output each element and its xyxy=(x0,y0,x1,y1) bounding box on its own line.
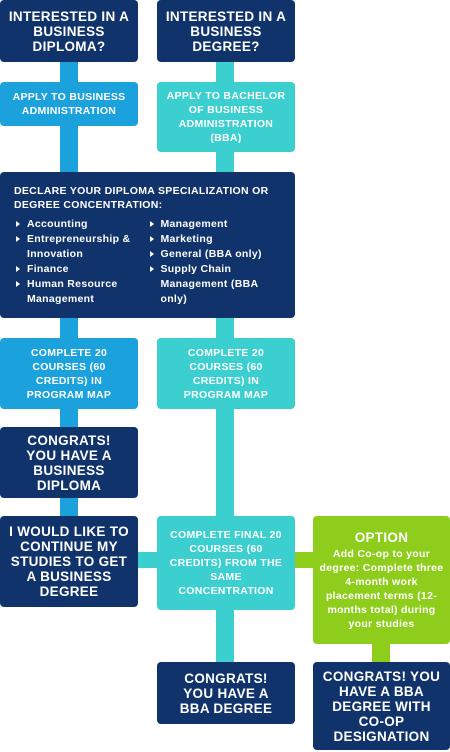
triangle-bullet-icon xyxy=(16,281,20,287)
specialization-item: Supply Chain Management (BBA only) xyxy=(148,262,282,307)
apply-degree-box: APPLY TO BACHELOR OF BUSINESS ADMINISTRA… xyxy=(157,82,295,152)
final-courses-box: COMPLETE FINAL 20 COURSES (60 CREDITS) F… xyxy=(157,516,295,610)
option-text: Add Co-op to your degree: Complete three… xyxy=(319,547,444,630)
connector-degree-to-spec xyxy=(216,150,234,174)
degree-question-text: INTERESTED IN A BUSINESS DEGREE? xyxy=(165,8,287,54)
specialization-item: Management xyxy=(148,217,282,232)
triangle-bullet-icon xyxy=(16,266,20,272)
triangle-bullet-icon xyxy=(149,251,154,257)
degree-question-box: INTERESTED IN A BUSINESS DEGREE? xyxy=(157,0,295,62)
coop-result-text: CONGRATS! YOU HAVE A BBA DEGREE WITH CO-… xyxy=(322,668,441,744)
connector-diploma-result-to-continue xyxy=(60,496,78,518)
connector-diploma-top xyxy=(60,58,78,84)
connector-diploma-spec-to-courses xyxy=(60,316,78,340)
specialization-box: DECLARE YOUR DIPLOMA SPECIALIZATION OR D… xyxy=(0,172,295,318)
apply-diploma-text: APPLY TO BUSINESS ADMINISTRATION xyxy=(12,91,126,117)
connector-degree-spec-to-courses xyxy=(216,316,234,340)
connector-continue-to-final xyxy=(136,552,160,568)
diploma-result-text: CONGRATS! YOU HAVE A BUSINESS DIPLOMA xyxy=(26,432,112,493)
connector-degree-courses-to-final xyxy=(216,407,234,519)
diploma-courses-box: COMPLETE 20 COURSES (60 CREDITS) IN PROG… xyxy=(0,338,138,409)
coop-result-box: CONGRATS! YOU HAVE A BBA DEGREE WITH CO-… xyxy=(313,662,450,750)
diploma-question-text: INTERESTED IN A BUSINESS DIPLOMA? xyxy=(8,8,130,54)
triangle-bullet-icon xyxy=(16,221,20,227)
connector-final-to-option xyxy=(292,552,316,568)
specialization-item: Human Resource Management xyxy=(14,277,148,307)
diploma-courses-text: COMPLETE 20 COURSES (60 CREDITS) IN PROG… xyxy=(26,346,112,401)
degree-courses-text: COMPLETE 20 COURSES (60 CREDITS) IN PROG… xyxy=(183,346,269,401)
option-title: OPTION xyxy=(354,529,409,545)
apply-diploma-box: APPLY TO BUSINESS ADMINISTRATION xyxy=(0,82,138,126)
diploma-result-box: CONGRATS! YOU HAVE A BUSINESS DIPLOMA xyxy=(0,427,138,498)
specialization-item: Marketing xyxy=(148,232,282,247)
triangle-bullet-icon xyxy=(16,236,20,242)
specialization-item: Finance xyxy=(14,262,148,277)
specialization-item: Accounting xyxy=(14,217,148,232)
triangle-bullet-icon xyxy=(149,221,154,227)
specialization-heading: DECLARE YOUR DIPLOMA SPECIALIZATION OR D… xyxy=(14,185,269,211)
specialization-list-left: Accounting Entrepreneurship & Innovation… xyxy=(14,217,148,307)
connector-degree-top xyxy=(216,58,234,84)
bba-result-text: CONGRATS! YOU HAVE A BBA DEGREE xyxy=(179,670,273,716)
continue-studies-box: I WOULD LIKE TO CONTINUE MY STUDIES TO G… xyxy=(0,516,138,607)
coop-option-box: OPTION Add Co-op to your degree: Complet… xyxy=(313,516,450,644)
specialization-list-right: Management Marketing General (BBA only) … xyxy=(148,217,282,307)
continue-studies-text: I WOULD LIKE TO CONTINUE MY STUDIES TO G… xyxy=(9,524,129,599)
triangle-bullet-icon xyxy=(149,266,154,272)
apply-degree-text: APPLY TO BACHELOR OF BUSINESS ADMINISTRA… xyxy=(166,90,286,144)
degree-courses-box: COMPLETE 20 COURSES (60 CREDITS) IN PROG… xyxy=(157,338,295,409)
connector-diploma-to-spec xyxy=(60,124,78,174)
connector-diploma-courses-to-result xyxy=(60,407,78,429)
connector-option-to-coop xyxy=(372,642,390,664)
connector-final-to-bba xyxy=(216,608,234,664)
final-courses-text: COMPLETE FINAL 20 COURSES (60 CREDITS) F… xyxy=(169,529,283,597)
specialization-item: Entrepreneurship & Innovation xyxy=(14,232,148,262)
bba-result-box: CONGRATS! YOU HAVE A BBA DEGREE xyxy=(157,662,295,724)
diploma-question-box: INTERESTED IN A BUSINESS DIPLOMA? xyxy=(0,0,138,62)
specialization-columns: Accounting Entrepreneurship & Innovation… xyxy=(14,217,281,307)
triangle-bullet-icon xyxy=(149,236,154,242)
specialization-item: General (BBA only) xyxy=(148,247,282,262)
